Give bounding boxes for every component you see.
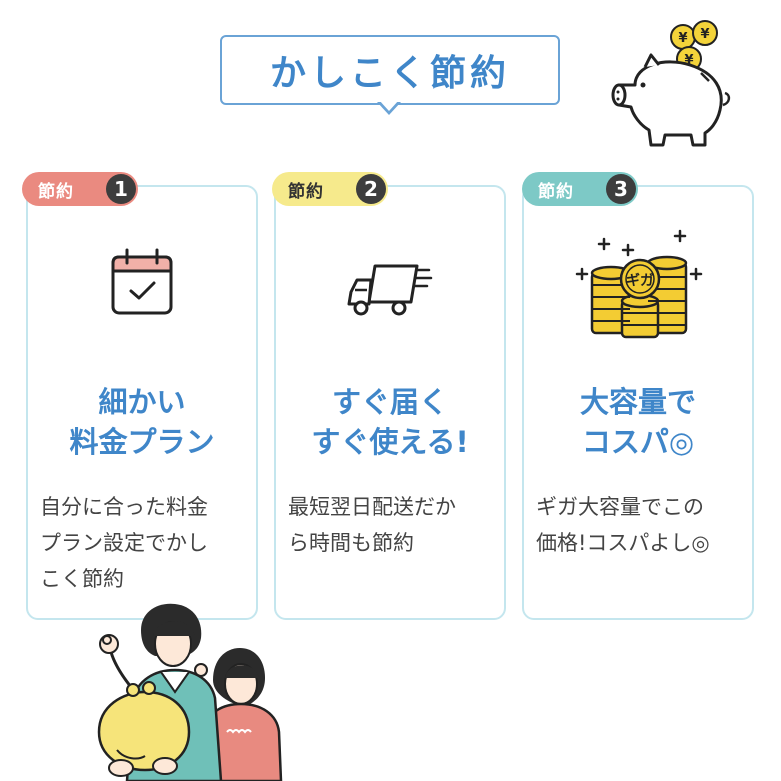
feature-description: 最短翌日配送だか ら時間も節約	[288, 495, 456, 555]
tag-label: 節約	[38, 181, 74, 202]
piggy-bank-icon: ¥ ¥ ¥	[611, 20, 731, 147]
coin-icon: ¥	[670, 24, 696, 50]
feature-tag-2: 節約 2	[272, 172, 388, 206]
tag-label: 節約	[538, 181, 574, 202]
feature-card-1: 細かい 料金プラン 自分に合った料金 プラン設定でかし こく節約	[26, 185, 258, 620]
page-title-box: かしこく節約	[220, 35, 560, 105]
feature-heading: 大容量で コスパ◎	[579, 385, 696, 459]
svg-text:ギガ: ギガ	[626, 272, 654, 289]
number-badge: 3	[606, 174, 636, 204]
feature-tag-1: 節約 1	[22, 172, 138, 206]
number-badge: 1	[106, 174, 136, 204]
title-bubble-tail	[377, 100, 401, 115]
delivery-truck-icon	[347, 262, 433, 322]
feature-card-3: ギガ 大容量で コスパ◎ ギガ大容量でこの 価格!コスパよし◎	[522, 185, 754, 620]
woman-figure	[193, 648, 283, 781]
page-title: かしこく節約	[269, 53, 510, 94]
feature-card-2: すぐ届く すぐ使える! 最短翌日配送だか ら時間も節約	[274, 185, 506, 620]
people-illustration	[97, 603, 283, 781]
svg-text:¥: ¥	[700, 27, 709, 42]
calendar-check-icon	[109, 247, 175, 321]
feature-description: ギガ大容量でこの 価格!コスパよし◎	[536, 495, 710, 555]
tag-label: 節約	[288, 181, 324, 202]
number-badge: 2	[356, 174, 386, 204]
coin-purse-icon	[97, 681, 191, 777]
svg-text:¥: ¥	[684, 53, 693, 68]
feature-heading: すぐ届く すぐ使える!	[311, 385, 469, 459]
feature-heading: 細かい 料金プラン	[69, 385, 215, 459]
coin-stacks-icon: ギガ	[568, 225, 708, 347]
coin-icon: ¥	[692, 20, 718, 46]
feature-description: 自分に合った料金 プラン設定でかし こく節約	[40, 495, 208, 591]
feature-tag-3: 節約 3	[522, 172, 638, 206]
svg-text:¥: ¥	[678, 31, 687, 46]
